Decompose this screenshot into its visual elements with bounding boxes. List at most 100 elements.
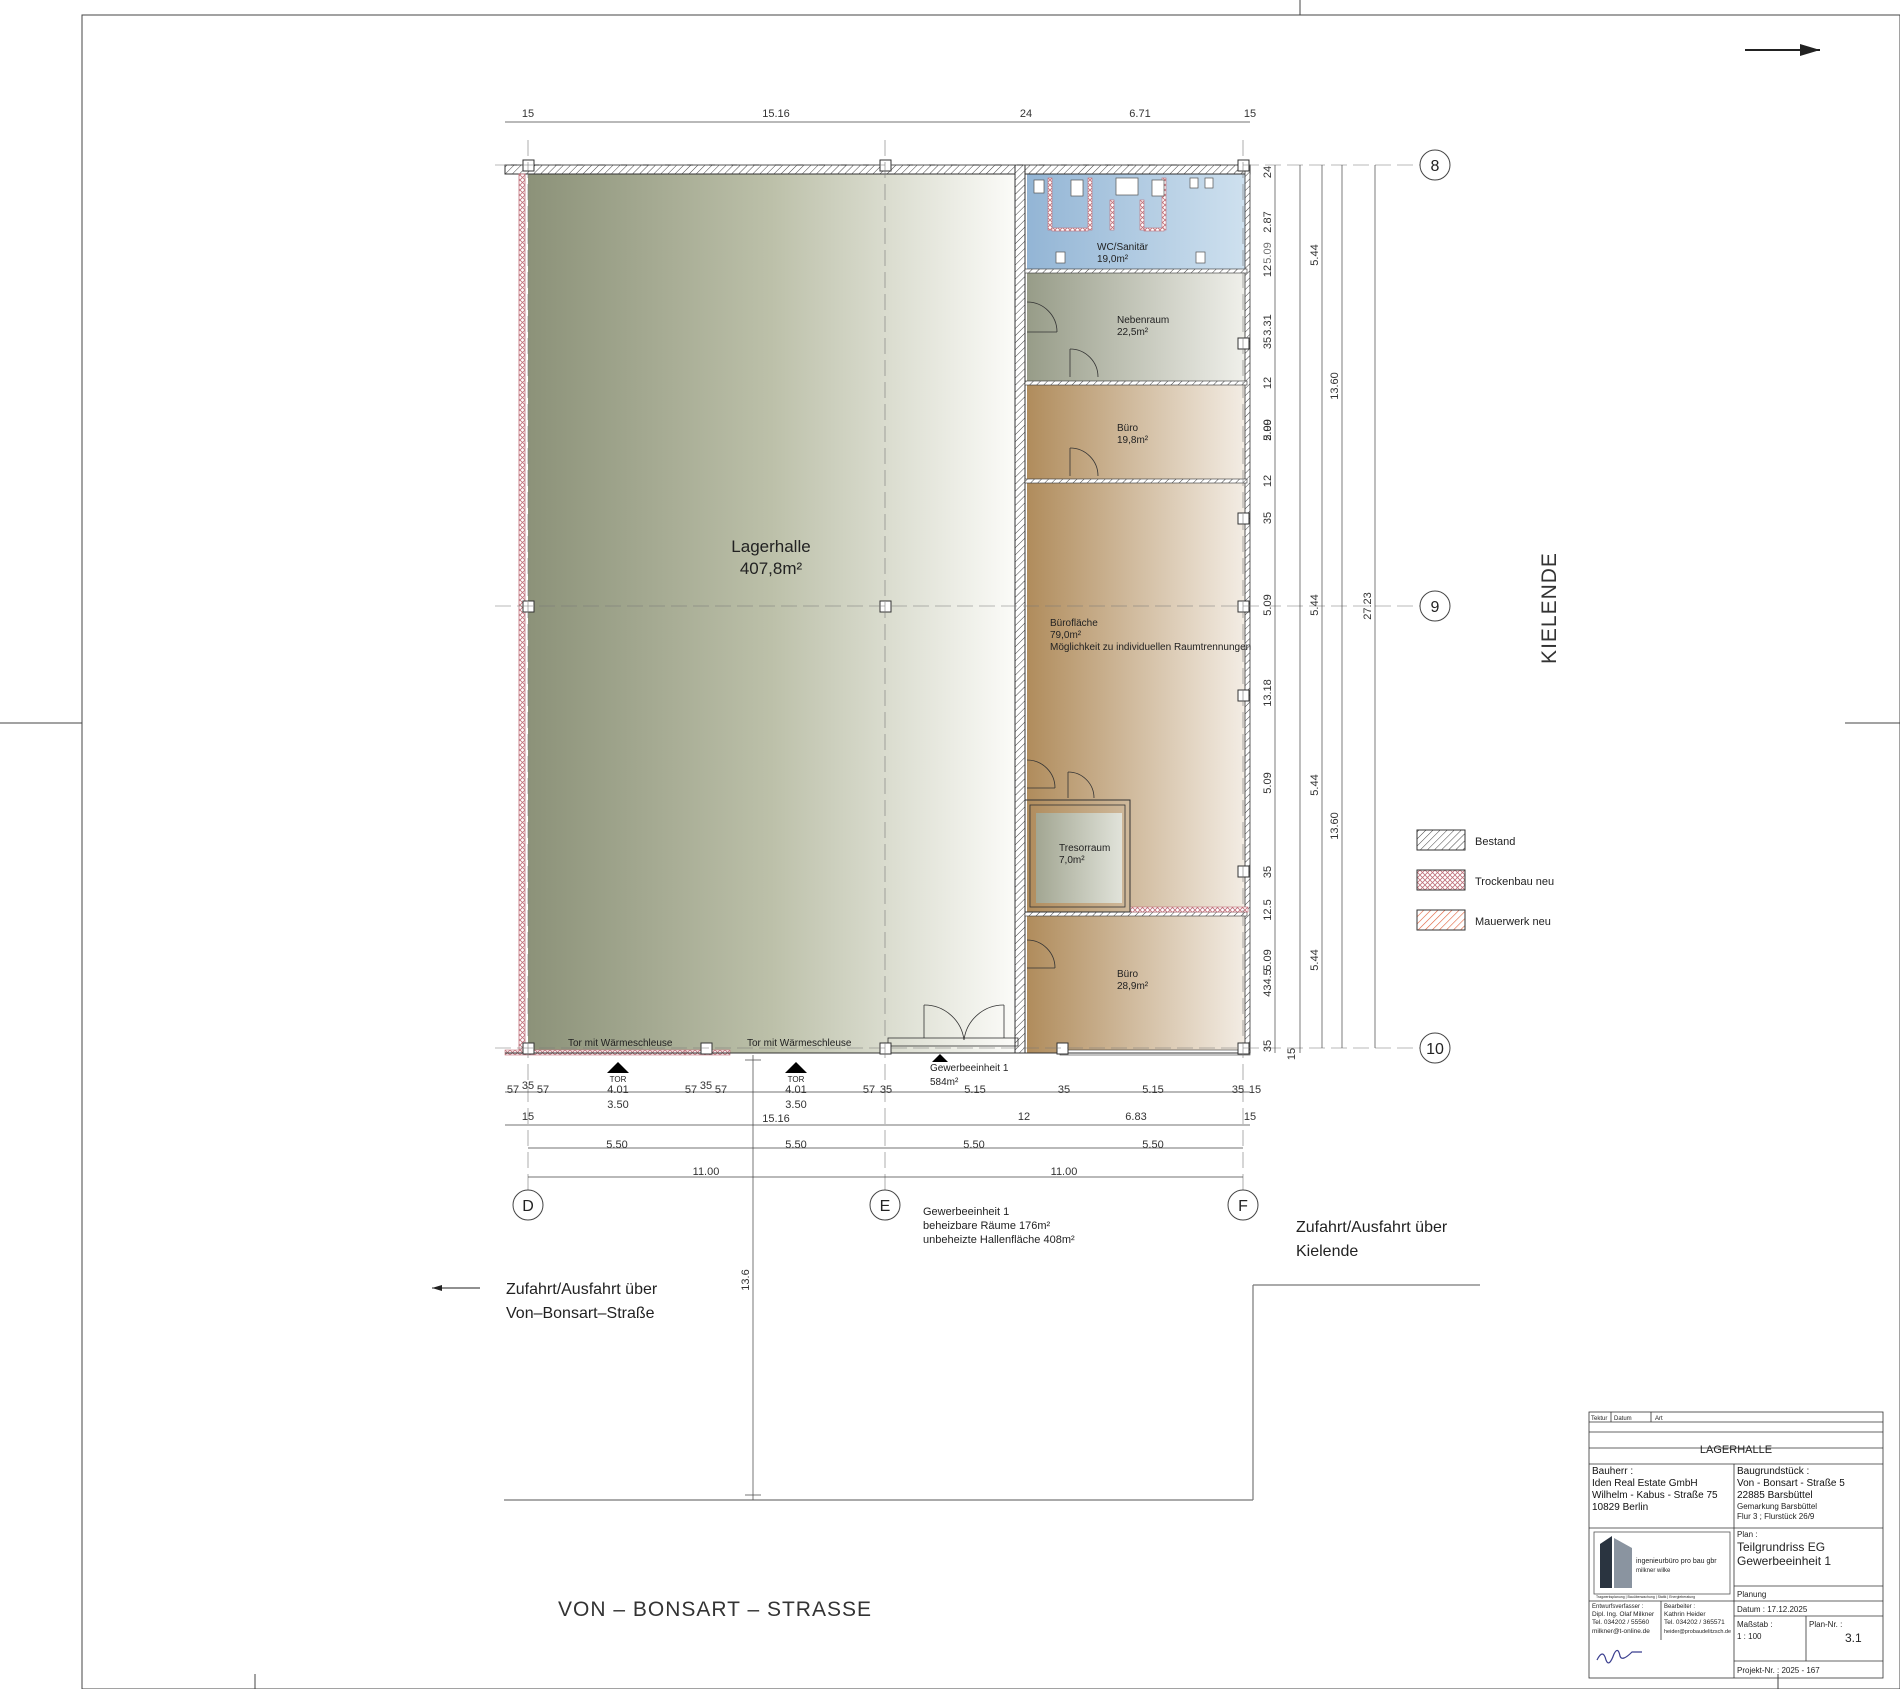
tresorraum-area: 7,0m²	[1059, 855, 1085, 866]
dim-c4-0: 13.60	[1329, 372, 1341, 400]
dim-b1-15c: 15	[1249, 1084, 1261, 1096]
tb-entwurf-1: Tel. 034202 / 55560	[1592, 1619, 1649, 1626]
summary-line1: Gewerbeeinheit 1	[923, 1206, 1009, 1218]
gate-tor-2: TOR	[788, 1075, 805, 1084]
dim-b3-c: 5.50	[963, 1139, 984, 1151]
room-nebenraum	[1027, 272, 1248, 382]
tb-bauherr-2: 10829 Berlin	[1592, 1502, 1648, 1513]
columns	[522, 159, 1250, 1055]
legend: Bestand Trockenbau neu Mauerwerk neu	[1416, 829, 1554, 931]
legend-swatch-trockenbau	[1416, 869, 1466, 891]
dim-b2-15b: 15	[1244, 1111, 1256, 1123]
tb-datum: Datum : 17.12.2025	[1737, 1605, 1808, 1614]
room-buero-1	[1027, 384, 1248, 480]
tb-entwurf-2: milkner@t-online.de	[1592, 1628, 1650, 1635]
axis-bubbles	[512, 149, 1451, 1221]
dim-b1-515b: 5.15	[1142, 1084, 1163, 1096]
dim-b1-35e: 35	[1232, 1084, 1244, 1096]
dim-c1-6: 12	[1262, 475, 1274, 487]
title-block	[1588, 1411, 1884, 1679]
tb-logo-0: ingenieurbüro pro bau gbr	[1636, 1558, 1717, 1565]
dim-b1-35b: 35	[700, 1080, 712, 1092]
gate-tor-1: TOR	[610, 1075, 627, 1084]
tb-entwurf-label: Entwurfsverfasser :	[1592, 1604, 1644, 1610]
dim-c1-5: 2.90	[1262, 419, 1274, 440]
legend-label-trockenbau: Trockenbau neu	[1475, 876, 1554, 888]
dim-b1-350a: 3.50	[607, 1099, 628, 1111]
axis-lines	[495, 140, 1420, 1190]
tb-head-datum: Datum	[1614, 1416, 1632, 1422]
dim-b1-57a: 57	[507, 1084, 519, 1096]
dim-top-1516: 15.16	[762, 108, 790, 120]
dim-c1-8: 13.18	[1262, 679, 1274, 707]
dim-b1-401b: 4.01	[785, 1084, 806, 1096]
tb-plan-label: Plan :	[1737, 1530, 1757, 1539]
tb-logo-1: milkner wilke	[1636, 1568, 1671, 1574]
dim-b1-57e: 57	[863, 1084, 875, 1096]
legend-label-bestand: Bestand	[1475, 836, 1515, 848]
dim-top-15a: 15	[522, 108, 534, 120]
nebenraum-area: 22,5m²	[1117, 327, 1149, 338]
dim-c3-0: 5.44	[1309, 244, 1321, 265]
tb-bauherr-0: Iden Real Estate GmbH	[1592, 1478, 1698, 1489]
tb-projekt: Projekt-Nr. : 2025 - 167	[1737, 1666, 1820, 1675]
dim-b1-57c: 57	[685, 1084, 697, 1096]
wc-fixtures	[1033, 177, 1214, 264]
wc-name: WC/Sanitär	[1097, 242, 1149, 253]
dim-c2-0: 5.09	[1262, 242, 1274, 263]
dim-c2-3: 35	[1262, 691, 1274, 703]
bueroflaeche-name: Bürofläche	[1050, 618, 1098, 629]
room-buero-2	[1027, 915, 1248, 1053]
entrance-marker	[932, 1054, 948, 1062]
signature	[1596, 1649, 1642, 1664]
dim-c1-10: 12.5	[1262, 899, 1274, 920]
axis-9: 9	[1431, 599, 1440, 616]
tb-bearb-1: Tel. 034202 / 365571	[1664, 1619, 1725, 1626]
tb-massstab-label: Maßstab :	[1737, 1620, 1773, 1629]
axis-E: E	[880, 1198, 891, 1215]
summary-line2: beheizbare Räume 176m²	[923, 1220, 1051, 1232]
axis-8: 8	[1431, 158, 1440, 175]
dim-c2-1: 35	[1262, 337, 1274, 349]
dim-b3-a: 5.50	[606, 1139, 627, 1151]
axis-D: D	[522, 1198, 534, 1215]
dim-top-24: 24	[1020, 108, 1032, 120]
tb-grund-0: Von - Bonsart - Straße 5	[1737, 1478, 1845, 1489]
tb-phase: Planung	[1737, 1590, 1766, 1599]
dim-c2-8: 5.09	[1262, 419, 1274, 440]
dim-c2-9: 35	[1262, 514, 1274, 526]
street-south: VON – BONSART – STRASSE	[558, 1598, 872, 1621]
dim-b1-350b: 3.50	[785, 1099, 806, 1111]
dim-b4-a: 11.00	[693, 1166, 720, 1178]
dim-b2-1516: 15.16	[762, 1113, 790, 1125]
gate-label-1: Tor mit Wärmeschleuse	[568, 1038, 673, 1049]
buero1-area: 19,8m²	[1117, 435, 1149, 446]
dim-c4-1: 13.60	[1329, 812, 1341, 840]
tb-bauherr-1: Wilhelm - Kabus - Straße 75	[1592, 1490, 1718, 1501]
tb-bearb-label: Bearbeiter :	[1664, 1604, 1695, 1610]
dim-c1-13: 15	[1286, 1048, 1298, 1060]
legend-swatch-bestand	[1416, 829, 1466, 851]
dim-c2-6: 5.09	[1262, 949, 1274, 970]
room-tresorraum	[1036, 813, 1122, 903]
dim-c1-9: 35	[1262, 866, 1274, 878]
dim-b2-12: 12	[1018, 1111, 1030, 1123]
lagerhalle-area: 407,8m²	[740, 559, 803, 578]
dim-b3-b: 5.50	[785, 1139, 806, 1151]
tb-entwurf-0: Dipl. Ing. Olaf Milkner	[1592, 1611, 1655, 1618]
dim-c2-5: 35	[1262, 1043, 1274, 1055]
tb-head-art: Art	[1655, 1416, 1663, 1422]
doors	[887, 301, 1099, 1047]
dim-b1-57b: 57	[537, 1084, 549, 1096]
dim-bottom-row1: 57 35 57 4.01 3.50 57 35 57 4.01 3.50 57…	[507, 1080, 1261, 1111]
west-access-line2: Von–Bonsart–Straße	[506, 1305, 655, 1322]
tb-logo-sub: Tragwerksplanung | Bauüberwachung | Stat…	[1596, 1595, 1695, 1599]
dim-c5: 27.23	[1362, 592, 1374, 620]
dim-b3-d: 5.50	[1142, 1139, 1163, 1151]
buero2-area: 28,9m²	[1117, 981, 1149, 992]
axis-F: F	[1238, 1198, 1248, 1215]
dim-c1-3: 3.31	[1262, 314, 1274, 335]
dim-top-15b: 15	[1244, 108, 1256, 120]
entrance-area: 584m²	[930, 1077, 959, 1088]
